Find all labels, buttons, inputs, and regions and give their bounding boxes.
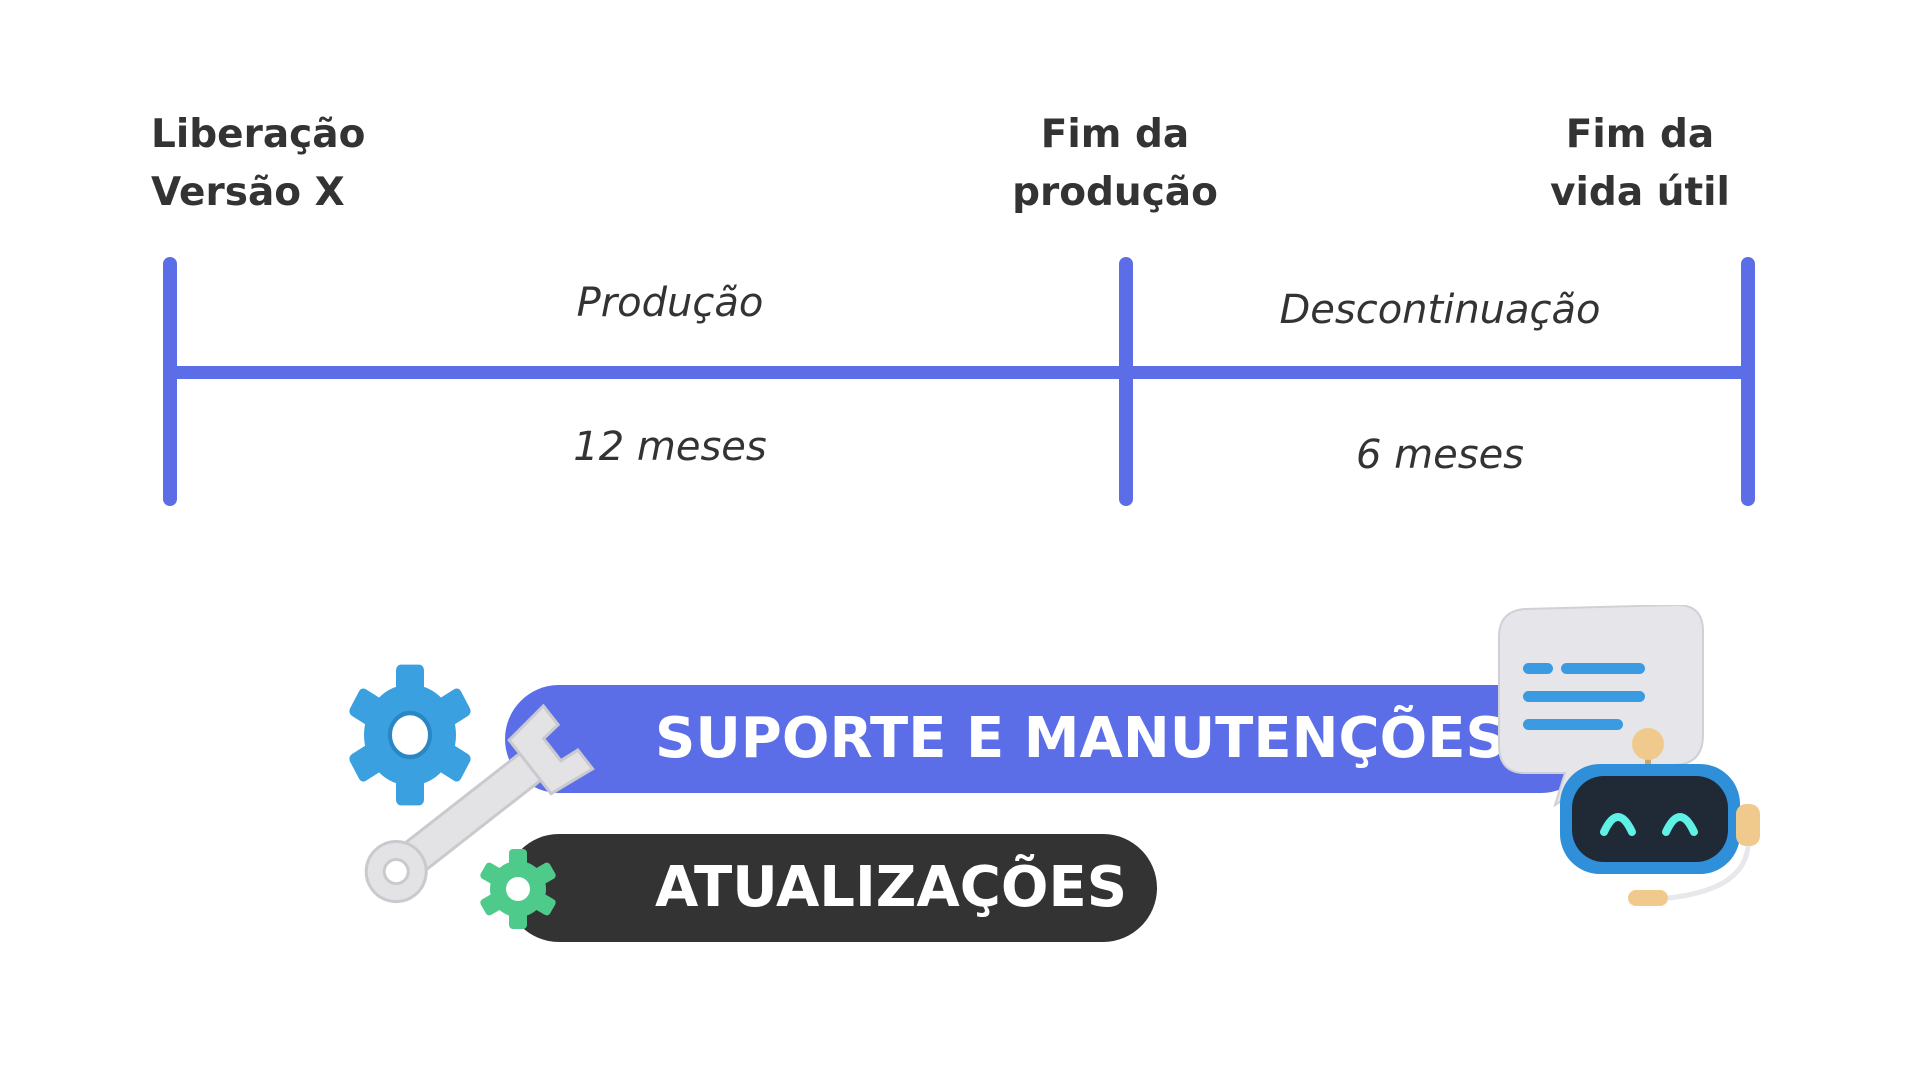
support-maintenance-banner: SUPORTE E MANUTENÇÕES: [505, 685, 1595, 793]
phase-discontinuation-duration: 6 meses: [1355, 432, 1525, 478]
timeline-line: [170, 366, 1748, 379]
milestone-release-label: Liberação Versão X: [151, 112, 366, 215]
timeline-tick-end-of-production: [1119, 257, 1133, 506]
phase-production-duration: 12 meses: [573, 424, 767, 470]
milestone-end-of-production-label: Fim da produção: [1012, 112, 1218, 215]
robot-assistant-icon: [1560, 728, 1760, 906]
updates-banner-label: ATUALIZAÇÕES: [655, 855, 1128, 920]
timeline-tick-end-of-life: [1741, 257, 1755, 506]
support-maintenance-banner-label: SUPORTE E MANUTENÇÕES: [655, 706, 1506, 771]
wrench-icon: [364, 703, 595, 904]
gear-icon: [349, 664, 471, 806]
milestone-end-of-life-label: Fim da vida útil: [1550, 112, 1730, 215]
updates-banner: ATUALIZAÇÕES: [505, 834, 1157, 942]
timeline-tick-release: [163, 257, 177, 506]
gear-icon: [480, 849, 556, 929]
phase-production-label: Produção: [576, 280, 764, 326]
phase-discontinuation-label: Descontinuação: [1279, 287, 1601, 333]
